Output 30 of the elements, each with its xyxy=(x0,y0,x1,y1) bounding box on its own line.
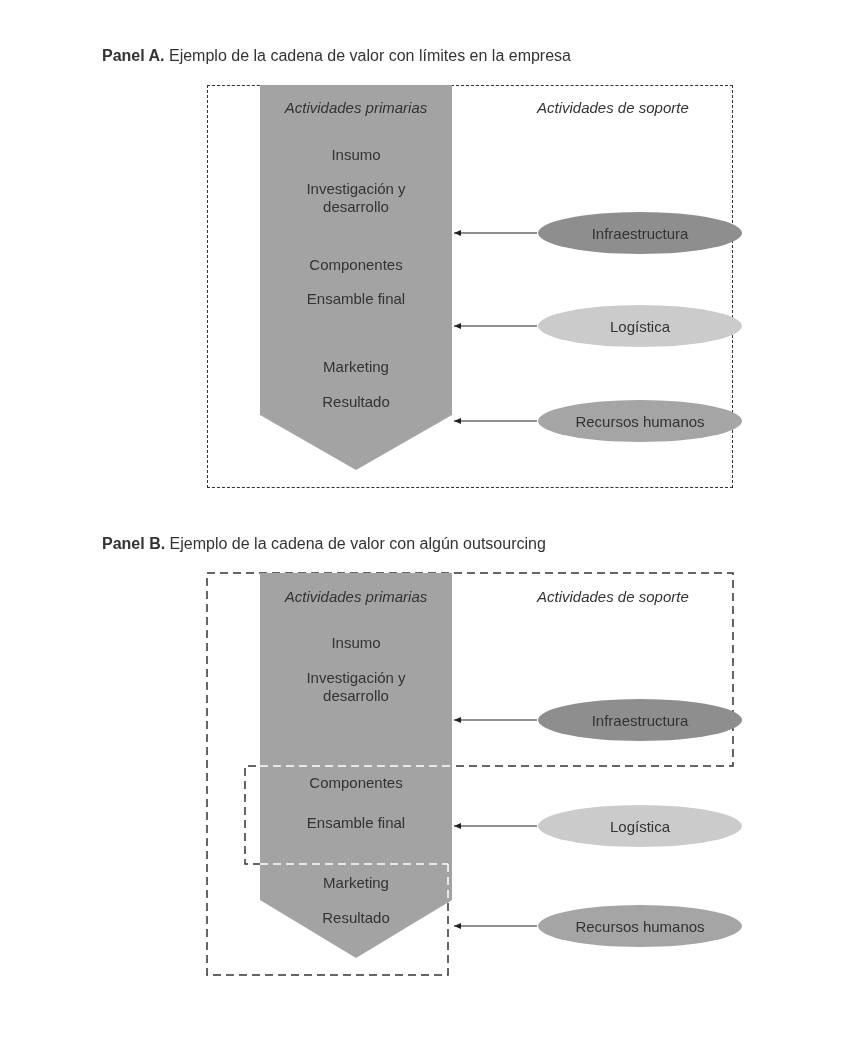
activity-label: Ensamble final xyxy=(305,290,407,308)
arrow xyxy=(453,418,538,424)
arrow xyxy=(453,323,538,329)
column-heading: Actividades primarias xyxy=(283,99,429,117)
activity-label: Resultado xyxy=(321,393,391,411)
arrow xyxy=(453,230,538,236)
column-heading: Actividades de soporte xyxy=(537,588,689,606)
support-oval: Recursos humanos xyxy=(538,400,742,442)
activity-label: Resultado xyxy=(321,909,391,927)
support-oval: Infraestructura xyxy=(538,212,742,254)
support-oval: Logística xyxy=(538,805,742,847)
activity-label: Marketing xyxy=(322,358,390,376)
arrow xyxy=(453,717,538,723)
activity-label: Insumo xyxy=(330,634,382,652)
support-oval: Recursos humanos xyxy=(538,905,742,947)
activity-label: Insumo xyxy=(330,146,382,164)
support-oval: Infraestructura xyxy=(538,699,742,741)
panel-heading: Panel A. Ejemplo de la cadena de valor con límites en la empresa xyxy=(102,47,571,65)
arrow xyxy=(453,923,538,929)
activity-label: Componentes xyxy=(308,774,404,792)
column-heading: Actividades primarias xyxy=(283,588,429,606)
activity-label: Componentes xyxy=(308,256,404,274)
activity-label: Ensamble final xyxy=(305,814,407,832)
panel-heading: Panel B. Ejemplo de la cadena de valor con algún outsourcing xyxy=(102,535,546,553)
activity-label: Investigación y desarrollo xyxy=(305,669,407,705)
activity-label: Marketing xyxy=(322,874,390,892)
support-oval: Logística xyxy=(538,305,742,347)
arrow xyxy=(453,823,538,829)
column-heading: Actividades de soporte xyxy=(537,99,689,117)
activity-label: Investigación y desarrollo xyxy=(305,180,407,216)
